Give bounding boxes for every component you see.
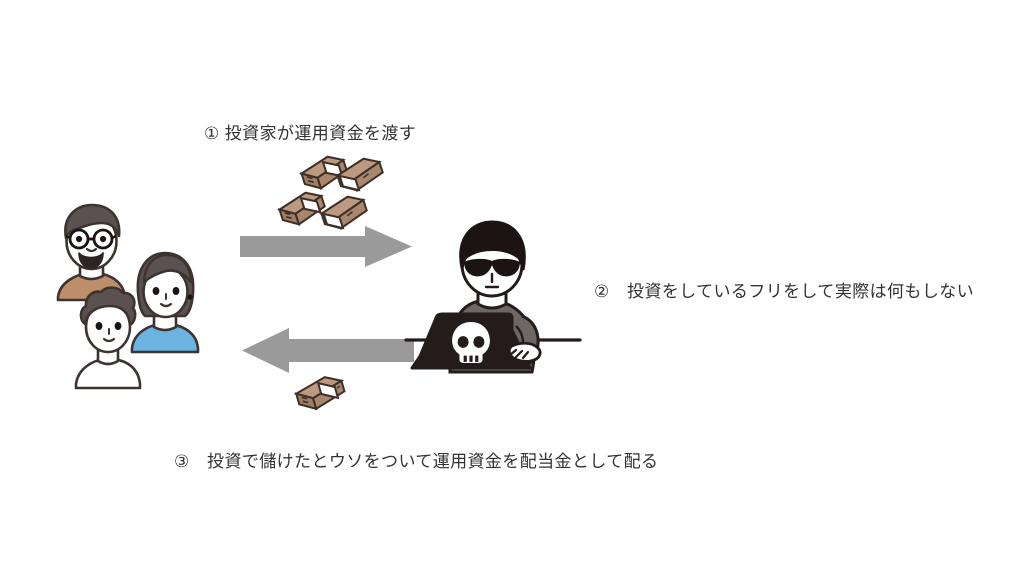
step-1-caption: ① 投資家が運用資金を渡す xyxy=(204,124,417,143)
skull-icon xyxy=(452,322,490,363)
money-bundle xyxy=(293,376,346,411)
fraudster-illustration xyxy=(404,218,584,378)
money-bundle xyxy=(319,195,368,230)
money-bundle xyxy=(277,191,326,226)
investor-man xyxy=(56,203,127,302)
money-bundle-small-illustration xyxy=(290,376,352,426)
step-3-caption: ③ 投資で儲けたとウソをついて運用資金を配当金として配る xyxy=(174,452,659,471)
step-2-caption: ② 投資をしているフリをして実際は何もしない xyxy=(594,282,975,301)
investor-family-illustration xyxy=(46,196,226,390)
earring-icon xyxy=(187,294,193,300)
glasses-icon xyxy=(65,228,117,250)
money-bundle xyxy=(335,157,384,192)
sunglasses-icon xyxy=(464,258,520,277)
investor-child xyxy=(74,286,142,390)
investor-woman xyxy=(130,251,200,354)
money-bundles-large-illustration xyxy=(275,155,387,244)
arrow-left-dividends xyxy=(242,326,414,376)
money-bundle xyxy=(299,155,348,190)
arrow-right-funds xyxy=(240,226,412,270)
